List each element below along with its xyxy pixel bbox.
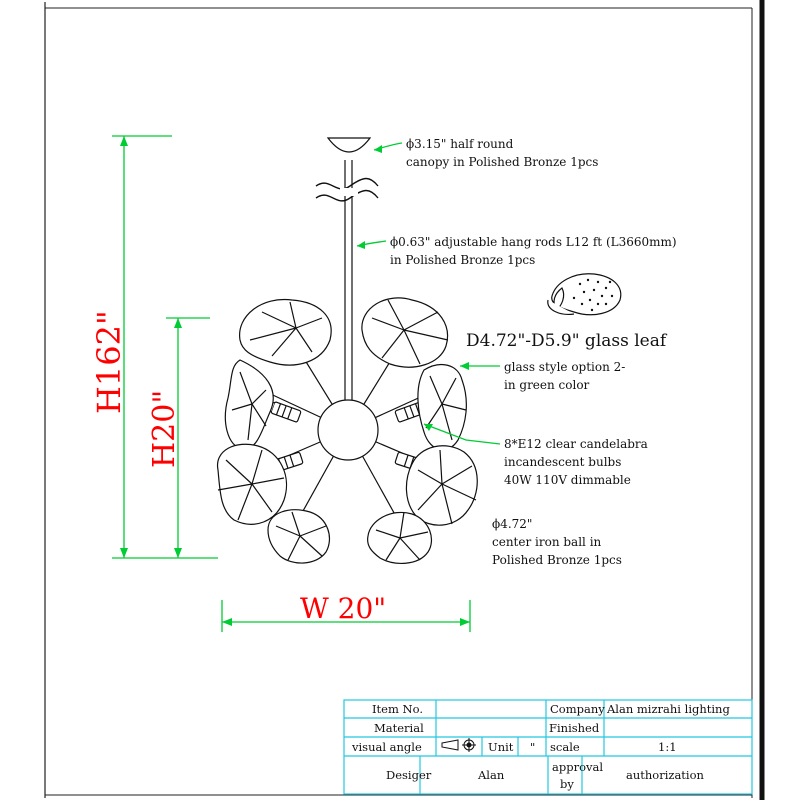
center-ball: [317, 399, 379, 461]
authorization-label: authorization: [626, 768, 705, 782]
unit-value: ": [530, 740, 535, 754]
company-label: Company: [550, 702, 605, 716]
leader-arrows: [357, 145, 469, 431]
ball-label-line2: center iron ball in: [492, 535, 602, 549]
leaf-dot-pattern: [572, 278, 614, 312]
fixture-height-label: H20": [147, 390, 182, 468]
projection-symbol-icon: [441, 738, 476, 752]
bulbs-label-line1: 8*E12 clear candelabra: [504, 437, 648, 451]
leaf-detail-illustration: [547, 273, 622, 316]
title-block: Item No. Company Alan mizrahi lighting M…: [343, 699, 753, 795]
ball-label-line1: ϕ4.72": [492, 517, 532, 531]
break-symbol: [315, 177, 379, 202]
sheet-frame: [44, 0, 765, 800]
canopy-label-line1: ϕ3.15" half round: [406, 137, 514, 151]
leader-bulbs: [423, 423, 501, 445]
glass-leaf: [405, 445, 478, 526]
bulbs-label-line2: incandescent bulbs: [504, 455, 621, 469]
glass-leaf: [361, 297, 449, 368]
visual-angle-label: visual angle: [351, 740, 422, 754]
finished-label: Finished: [549, 721, 600, 735]
glass-leaf: [267, 509, 331, 564]
item-no-label: Item No.: [372, 702, 423, 716]
designer-label: Desiger: [386, 768, 432, 782]
scale-value: 1:1: [658, 740, 677, 754]
leaf-title: D4.72"-D5.9" glass leaf: [466, 331, 668, 351]
glass-leaf: [224, 359, 274, 451]
rod-label-line1: ϕ0.63" adjustable hang rods L12 ft (L366…: [390, 235, 677, 249]
scale-label: scale: [550, 740, 580, 754]
glass-leaf: [367, 511, 433, 564]
approval-label-line2: by: [560, 777, 574, 791]
width-label: W 20": [300, 592, 386, 625]
dimension-lines: [112, 135, 471, 632]
chandelier-drawing: [216, 137, 622, 564]
material-label: Material: [374, 721, 424, 735]
glass-leaves: [216, 297, 478, 564]
callouts: ϕ3.15" half round canopy in Polished Bro…: [390, 137, 677, 567]
company-value: Alan mizrahi lighting: [606, 702, 730, 716]
canopy: [326, 137, 372, 153]
overall-height-label: H162": [90, 310, 128, 414]
bulbs-label-line3: 40W 110V dimmable: [504, 473, 631, 487]
approval-label-line1: approval: [552, 760, 603, 774]
glass-leaf: [216, 443, 288, 525]
dimension-arrows: [120, 136, 470, 626]
designer-value: Alan: [477, 768, 505, 782]
canopy-label-line2: canopy in Polished Bronze 1pcs: [406, 155, 598, 169]
leaf-label-line1: glass style option 2-: [504, 360, 625, 374]
ball-label-line3: Polished Bronze 1pcs: [492, 553, 622, 567]
glass-leaf: [239, 298, 332, 366]
unit-label: Unit: [488, 740, 514, 754]
leaf-label-line2: in green color: [504, 378, 590, 392]
rod-label-line2: in Polished Bronze 1pcs: [390, 253, 535, 267]
